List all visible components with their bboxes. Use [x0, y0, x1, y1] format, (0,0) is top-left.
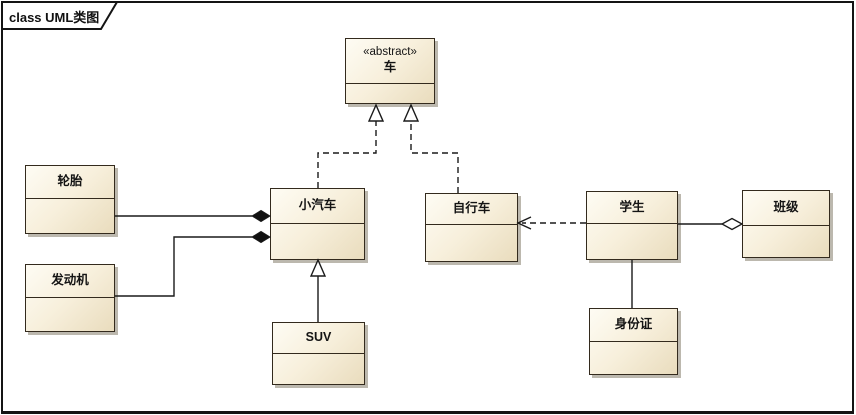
hollow-triangle-icon: [369, 105, 383, 121]
class-box-tire[interactable]: 轮胎: [25, 165, 115, 234]
hollow-triangle-icon: [404, 105, 418, 121]
dependency-student-to-bicycle[interactable]: [518, 217, 586, 229]
class-name: SUV: [305, 330, 332, 345]
hollow-diamond-icon: [722, 219, 742, 230]
composition-tire-to-car[interactable]: [115, 211, 270, 222]
frame-label: class UML类图: [9, 10, 100, 25]
class-name: 车: [383, 60, 397, 75]
frame-label-tab: [2, 2, 117, 29]
hollow-triangle-icon: [311, 260, 325, 276]
stereotype-label: «abstract»: [363, 46, 417, 59]
realization-car-to-vehicle[interactable]: [318, 105, 383, 188]
aggregation-class-to-student[interactable]: [678, 219, 742, 230]
class-name: 自行车: [452, 201, 491, 216]
class-name: 班级: [773, 200, 799, 215]
filled-diamond-icon: [252, 232, 270, 243]
generalization-suv-to-car[interactable]: [311, 260, 325, 322]
class-box-vehicle[interactable]: «abstract» 车: [345, 38, 435, 104]
class-box-idcard[interactable]: 身份证: [589, 308, 678, 375]
class-box-car[interactable]: 小汽车: [270, 188, 365, 260]
open-arrow-icon: [518, 217, 531, 229]
class-box-engine[interactable]: 发动机: [25, 264, 115, 332]
composition-engine-to-car[interactable]: [115, 232, 270, 297]
class-name: 小汽车: [298, 198, 337, 213]
class-name: 轮胎: [57, 174, 83, 189]
class-name: 发动机: [51, 273, 89, 288]
class-box-student[interactable]: 学生: [586, 191, 678, 260]
realization-bicycle-to-vehicle[interactable]: [404, 105, 458, 193]
class-box-bicycle[interactable]: 自行车: [425, 193, 518, 262]
class-name: 身份证: [614, 317, 653, 332]
filled-diamond-icon: [252, 211, 270, 222]
class-box-suv[interactable]: SUV: [272, 322, 365, 385]
class-name: 学生: [619, 199, 645, 214]
